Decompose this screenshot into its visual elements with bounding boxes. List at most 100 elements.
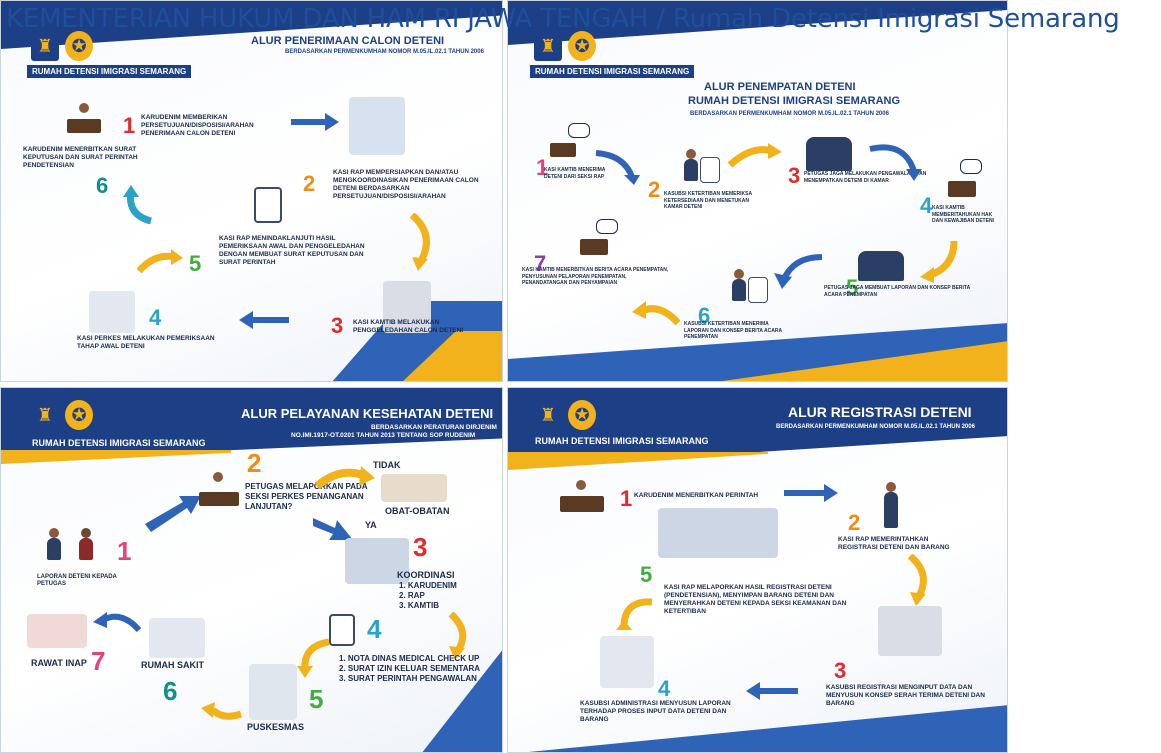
step-number: 4: [920, 193, 933, 218]
panel-title: ALUR PENEMPATAN DETENI: [704, 81, 856, 93]
detensi-label: RUMAH DETENSI IMIGRASI SEMARANG: [530, 65, 695, 78]
lectern-figure: [550, 143, 576, 157]
office-workers-figure: [349, 97, 405, 155]
speech-bubble-icon: [960, 159, 982, 174]
step-number: 7: [534, 251, 547, 276]
step-number: 2: [247, 448, 262, 478]
lectern-figure: [67, 119, 101, 133]
step-number: 1: [117, 536, 132, 566]
rumah-sakit-label: RUMAH SAKIT: [141, 660, 204, 670]
koordinasi-title: KOORDINASI: [397, 570, 455, 580]
arrow-curve-left-icon: [297, 638, 330, 678]
image-caption: KEMENTERIAN HUKUM DAN HAM RI JAWA TENGAH…: [6, 4, 1120, 34]
step-text: KASUBSI ADMINISTRASI MENYUSUN LAPORAN TE…: [580, 700, 731, 723]
imigrasi-seal-icon: ✪: [568, 400, 596, 430]
doctor-exam-figure: [89, 291, 135, 333]
step-number: 7: [91, 646, 106, 676]
panel-alur-penempatan: ♜ ✪ RUMAH DETENSI IMIGRASI SEMARANG ALUR…: [507, 0, 1008, 382]
step-text: KASUBSI KETERTIBAN MENERIMA LAPORAN DAN …: [684, 321, 782, 340]
arrow-right-icon: [784, 484, 838, 502]
koordinasi-item: 1. KARUDENIM: [399, 581, 457, 590]
step-text: KASI KAMTIB MEMBERITAHUKAN HAK DAN KEWAJ…: [932, 205, 994, 224]
header-accent: [1, 450, 231, 464]
koordinasi-item: 3. KAMTIB: [399, 601, 439, 610]
step-number: 3: [413, 532, 428, 562]
step-number: 2: [848, 510, 861, 535]
puskesmas-label: PUSKESMAS: [247, 722, 305, 732]
desk-figure: [199, 492, 239, 506]
petugas-figure: [79, 538, 93, 560]
step-number: 6: [698, 303, 711, 328]
panel-alur-pelayanan-kesehatan: ♜ ✪ RUMAH DETENSI IMIGRASI SEMARANG ALUR…: [0, 387, 503, 753]
rawat-inap-label: RAWAT INAP: [31, 658, 87, 668]
header-accent: [508, 452, 768, 470]
guards-figure: [806, 137, 852, 171]
step-number: 4: [149, 305, 162, 330]
step-text: PETUGAS JAGA MELAKUKAN PENGAWALAN DAN ME…: [804, 171, 927, 184]
arrow-right-icon: [291, 113, 339, 131]
step-item: 3. SURAT PERINTAH PENGAWALAN: [339, 674, 477, 683]
checklist-icon: [329, 614, 355, 646]
step-number: 3: [834, 658, 847, 683]
document-icon: [700, 157, 720, 183]
step-text: KASI PERKES MELAKUKAN PEMERIKSAAN TAHAP …: [77, 335, 215, 350]
arrow-curve-left-icon: [774, 254, 823, 289]
arrow-curve-up-icon: [616, 598, 653, 630]
step-number: 4: [367, 614, 382, 644]
arrow-curve-right-icon: [137, 249, 183, 274]
step-number: 2: [648, 177, 661, 202]
step-text: KASI RAP MEMPERSIAPKAN DAN/ATAU MENGKOOR…: [333, 169, 479, 200]
arrow-curve-left-icon: [632, 301, 680, 326]
arrow-left-icon: [746, 682, 798, 700]
kasubsi-figure: [684, 159, 698, 181]
step-text: KASUBSI KETERTIBAN MEMERIKSA KETERSEDIAA…: [664, 191, 752, 210]
arrow-curve-right-icon: [315, 466, 375, 490]
panel-title: ALUR REGISTRASI DETENI: [788, 404, 972, 420]
desk-figure: [560, 496, 604, 512]
pengayoman-emblem-icon: ♜: [31, 31, 59, 61]
step-text: KASI KAMTIB MENERBITKAN BERITA ACARA PEN…: [522, 267, 669, 286]
kasubsi-figure: [732, 279, 746, 301]
step-text: LAPORAN DETENI KEPADA PETUGAS: [37, 574, 117, 587]
imigrasi-seal-icon: ✪: [65, 31, 93, 61]
arrow-left-icon: [239, 311, 289, 329]
step-number: 1: [536, 155, 549, 180]
pengayoman-emblem-icon: ♜: [534, 400, 562, 430]
step-text: KARUDENIM MENERBITKAN PERINTAH: [634, 492, 759, 499]
deteni-figure: [49, 528, 59, 538]
ya-label: YA: [365, 520, 377, 530]
pengayoman-emblem-icon: ♜: [31, 400, 59, 430]
registration-room-figure: [658, 508, 778, 558]
arrow-curve-right-icon: [728, 143, 782, 168]
step-item: 1. NOTA DINAS MEDICAL CHECK UP: [339, 654, 480, 663]
step-text: KASI KAMTIB MENERIMA DETENI DARI SEKSI R…: [544, 167, 606, 180]
lectern-figure: [580, 239, 608, 255]
kasi-rap-figure: [884, 492, 898, 528]
step-text: KARUDENIM MEMBERIKAN PERSETUJUAN/DISPOSI…: [141, 114, 254, 137]
arrow-curve-down-icon: [448, 612, 467, 660]
step-number: 6: [163, 676, 178, 706]
step-text: KASI RAP MENINDAKLANJUTI HASIL PEMERIKSA…: [219, 235, 365, 266]
kasubsi-figure: [734, 269, 744, 279]
puskesmas-building-icon: [249, 664, 297, 720]
imigrasi-seal-icon: ✪: [65, 400, 93, 430]
kasi-rap-figure: [886, 482, 896, 492]
arrow-curve-down-icon: [409, 213, 430, 271]
panel-subtitle: BERDASARKAN PERATURAN DIRJENIM: [371, 424, 497, 431]
document-icon: [748, 277, 768, 303]
petugas-figure: [213, 472, 223, 482]
arrow-curve-left-icon: [201, 702, 243, 720]
panel-subtitle: BERDASARKAN PERMENKUMHAM NOMOR M.05.IL.0…: [285, 49, 484, 55]
step-number: 6: [96, 173, 109, 198]
obat-label: OBAT-OBATAN: [385, 506, 450, 516]
medicine-icon: [381, 474, 447, 502]
panel-title: ALUR PELAYANAN KESEHATAN DETENI: [241, 406, 494, 421]
step-number: 1: [123, 113, 136, 138]
speech-bubble-icon: [596, 219, 618, 234]
panel-subtitle: BERDASARKAN PERMENKUMHAM NOMOR M.05.IL.0…: [776, 424, 975, 430]
panel-subtitle: NO.IMI.1917-OT.0201 TAHUN 2013 TENTANG S…: [291, 432, 476, 439]
step-number: 3: [788, 163, 801, 188]
arrow-curve-down-icon: [907, 554, 927, 606]
arrow-curve-down-left-icon: [920, 240, 958, 283]
step-number: 3: [331, 313, 344, 338]
